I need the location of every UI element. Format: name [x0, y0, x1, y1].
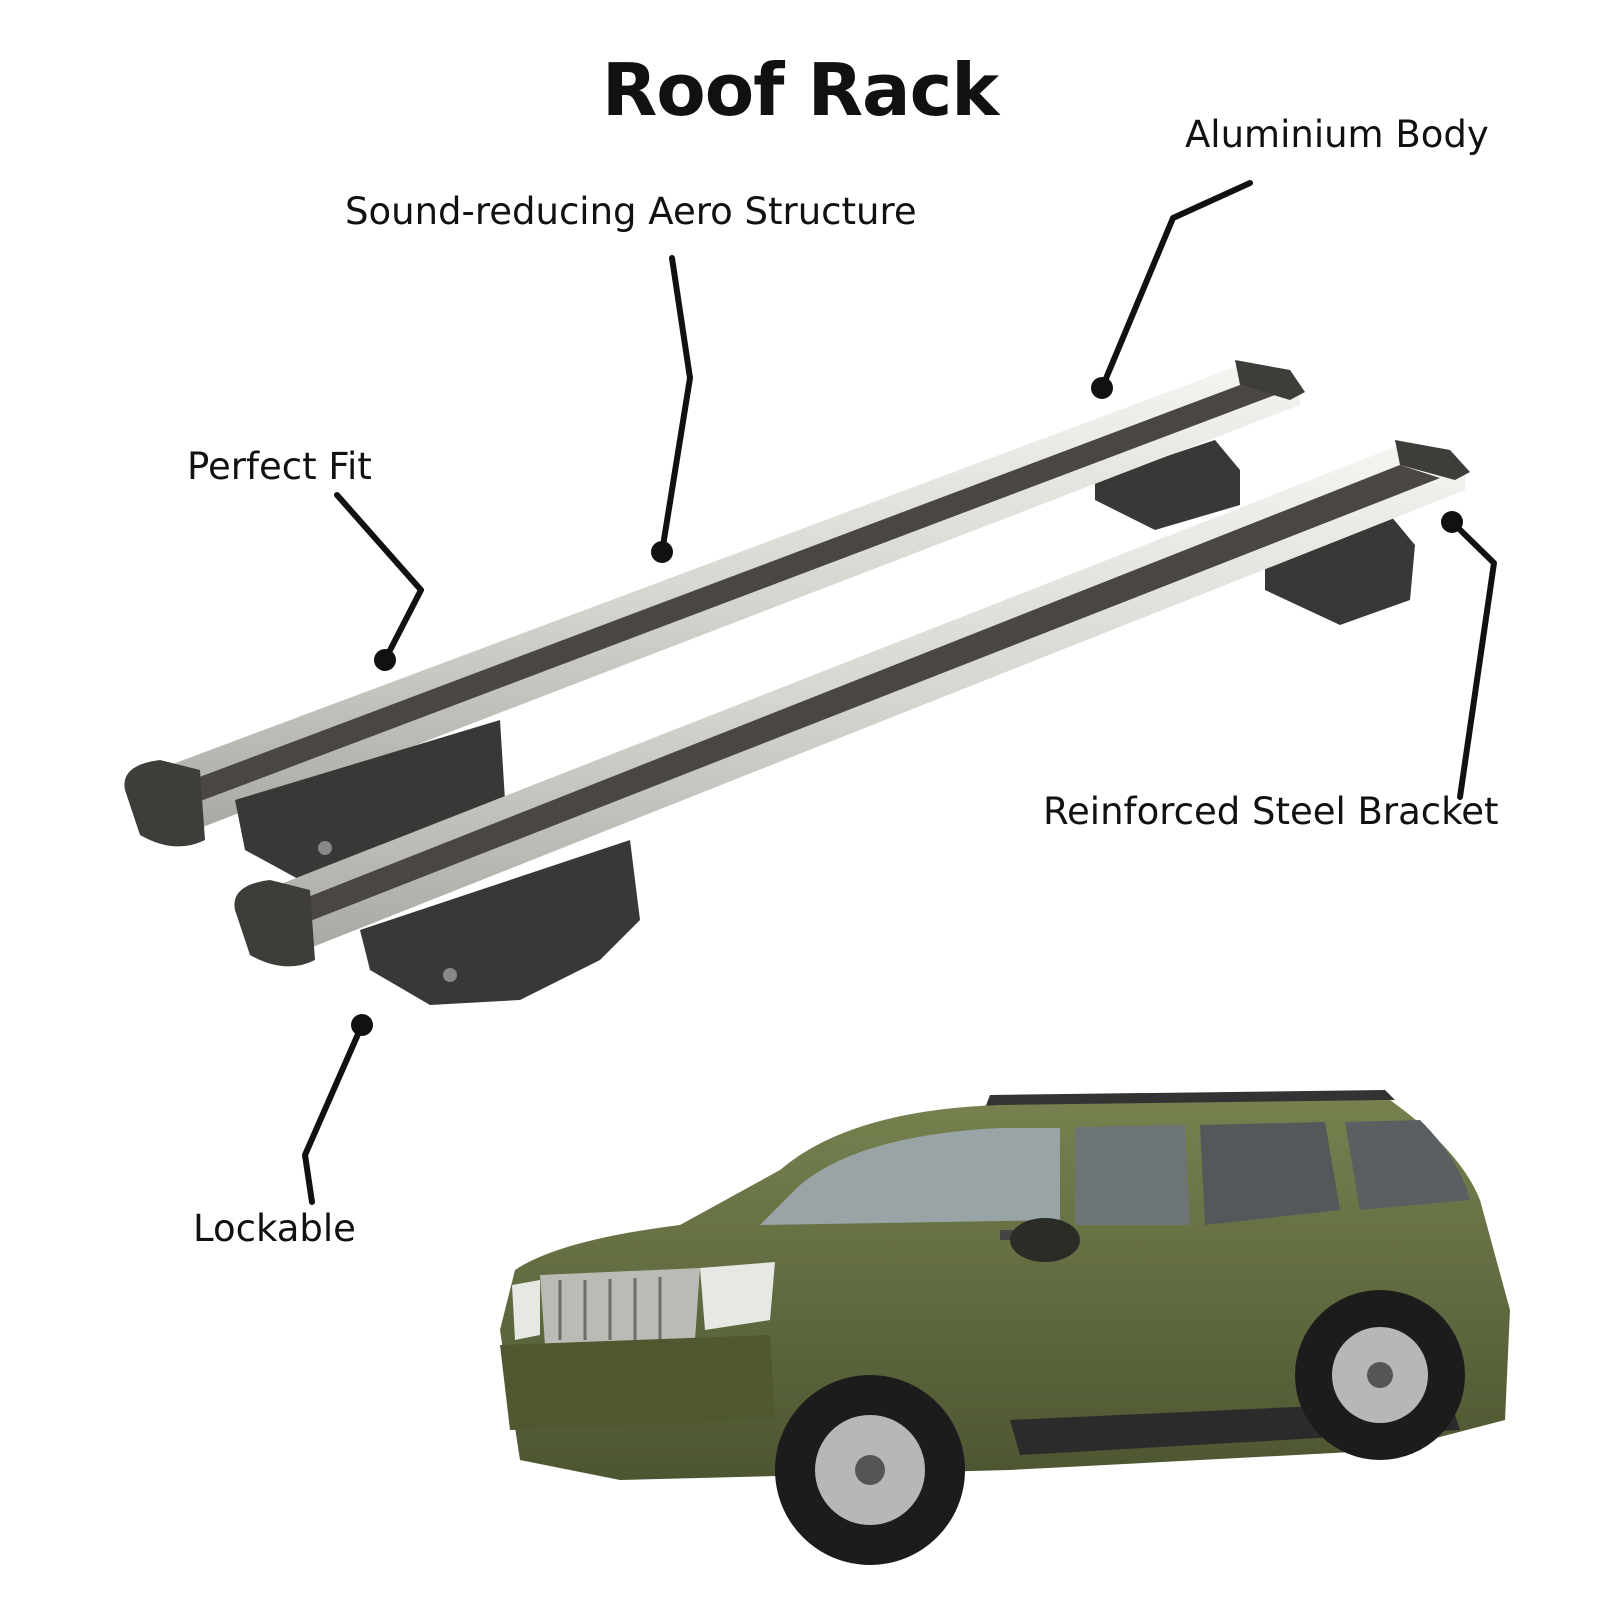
page-title: Roof Rack [601, 48, 999, 132]
front-crossbar [234, 440, 1470, 1005]
dot-lockable [351, 1014, 373, 1036]
dot-aluminium-body [1091, 377, 1113, 399]
dot-perfect-fit [374, 649, 396, 671]
leader-perfect-fit [334, 492, 424, 663]
leader-aluminium-body [1099, 180, 1253, 391]
dot-steel-bracket [1441, 511, 1463, 533]
leader-lockable [302, 1022, 365, 1205]
suv-vehicle [500, 1090, 1510, 1565]
leader-steel-bracket [1449, 519, 1497, 800]
leader-aero-structure [659, 255, 693, 555]
rear-crossbar [124, 360, 1305, 880]
callout-lockable: Lockable [193, 1207, 356, 1250]
callout-aero-structure: Sound-reducing Aero Structure [345, 190, 917, 233]
callout-steel-bracket: Reinforced Steel Bracket [1043, 790, 1499, 833]
dot-aero-structure [651, 541, 673, 563]
callout-leaders [302, 180, 1497, 1205]
callout-perfect-fit: Perfect Fit [187, 445, 372, 488]
callout-aluminium-body: Aluminium Body [1185, 113, 1489, 156]
callout-dots [351, 377, 1463, 1036]
